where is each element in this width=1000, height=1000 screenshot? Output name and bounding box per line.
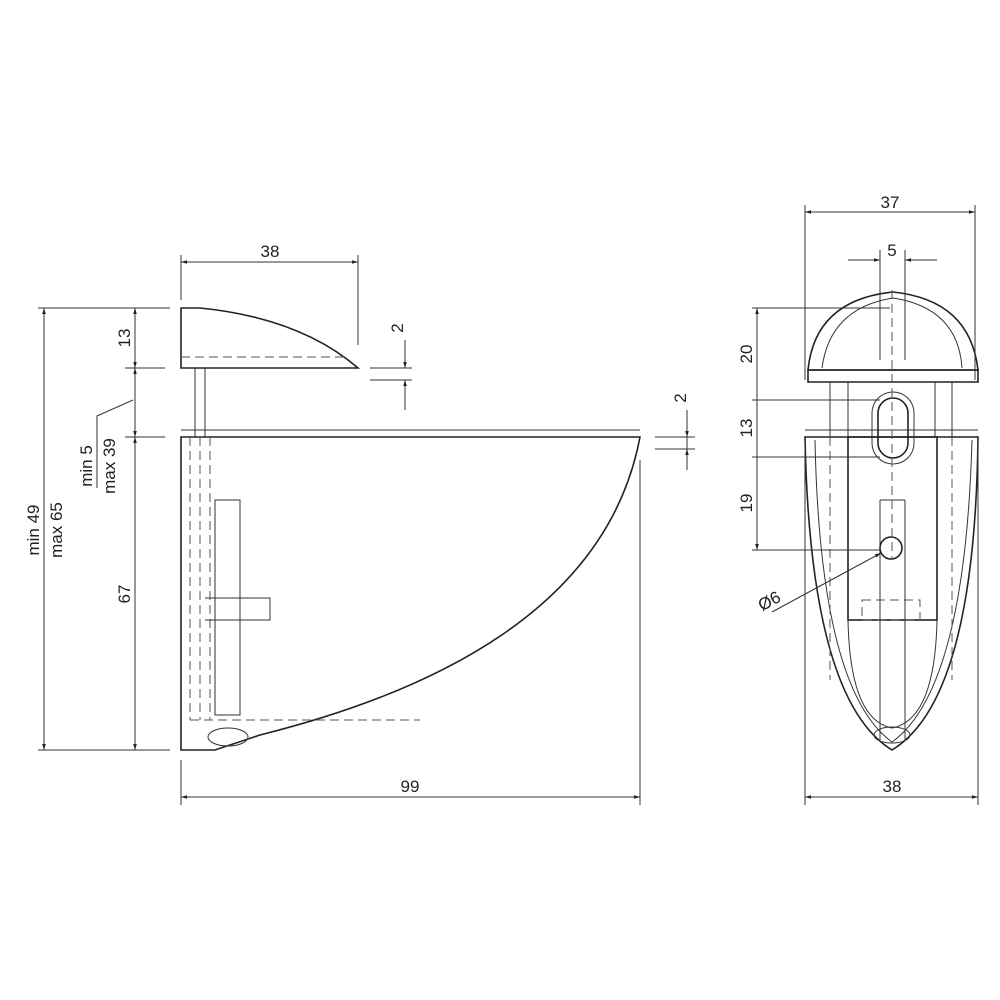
dimension-lip-shelf: 2 <box>655 393 695 470</box>
dimension-body-width: 38 <box>804 440 979 805</box>
slot <box>877 397 909 459</box>
dimension-top-width: 38 <box>180 242 359 345</box>
dim-label: 5 <box>887 241 896 260</box>
screw-head <box>207 727 249 747</box>
dim-label: 20 <box>737 345 756 364</box>
dim-label: 67 <box>115 585 134 604</box>
dim-label: 99 <box>401 777 420 796</box>
dimension-slot-width: 5 <box>848 241 937 360</box>
top-clamp <box>180 307 361 437</box>
front-view: 37 5 20 13 19 Ø6 38 <box>737 193 979 805</box>
dim-label: 2 <box>388 323 407 332</box>
dim-label-total-max: max 65 <box>47 502 66 558</box>
screw <box>214 499 241 716</box>
dim-label: 38 <box>261 242 280 261</box>
dim-label-gap-max: max 39 <box>100 438 119 494</box>
dimension-lip-top: 2 <box>370 323 412 410</box>
cap <box>807 291 979 437</box>
dim-label: 19 <box>737 494 756 513</box>
shelf-support-body <box>180 429 641 751</box>
dim-label-total-min: min 49 <box>24 504 43 555</box>
dimension-front-heights: 20 13 19 <box>737 307 890 551</box>
body <box>804 290 979 751</box>
dim-label: 38 <box>883 777 902 796</box>
dim-label: 37 <box>881 193 900 212</box>
dim-label: 13 <box>115 329 134 348</box>
dim-label: 2 <box>671 393 690 402</box>
dimension-hole-diameter: Ø6 <box>755 552 882 615</box>
dim-label-gap-min: min 5 <box>77 445 96 487</box>
dim-label: 13 <box>737 419 756 438</box>
dimension-cap-width: 37 <box>804 193 976 380</box>
side-view: 38 2 2 99 13 67 min 5 <box>24 242 695 805</box>
dimension-heights: 13 67 min 5 max 39 min 49 max 65 <box>24 307 170 751</box>
dim-label: Ø6 <box>755 587 784 614</box>
mounting-hole <box>879 536 903 560</box>
dimension-depth: 99 <box>180 460 641 805</box>
